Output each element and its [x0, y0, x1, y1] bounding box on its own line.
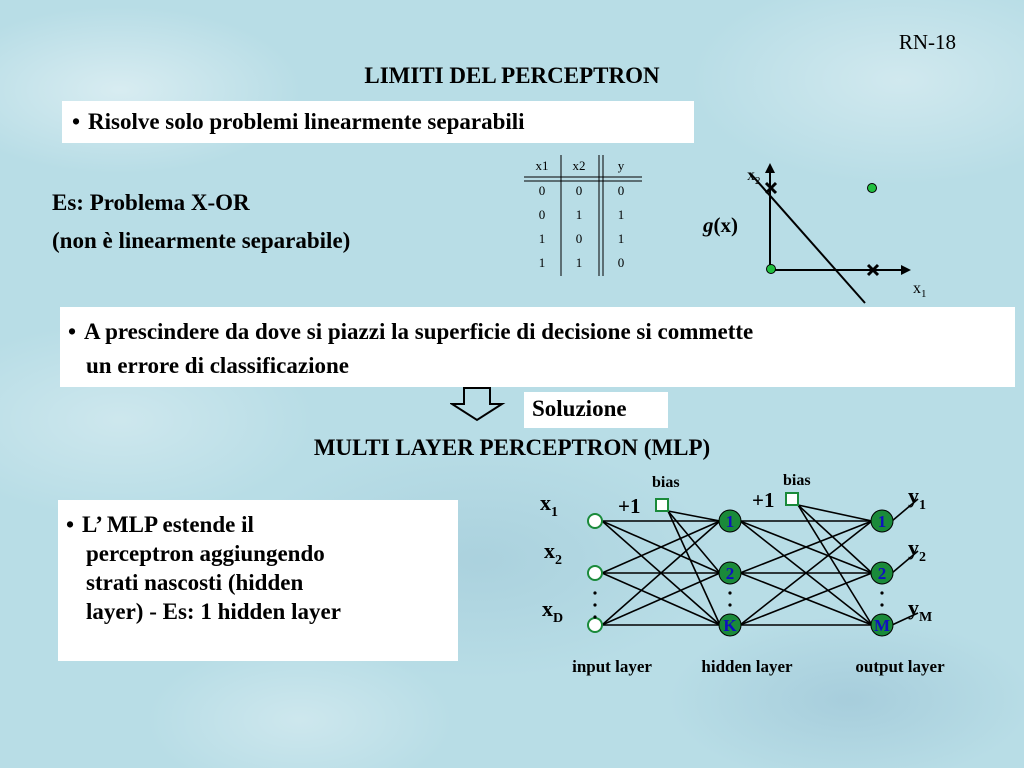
bullet-box-2: • A prescindere da dove si piazzi la supe…	[60, 307, 1015, 387]
bullet-3-line2: perceptron aggiungendo	[86, 541, 325, 566]
bias-label: bias	[783, 472, 811, 489]
bullet-3-line3: strati nascosti (hidden	[86, 570, 304, 595]
output-node-label: M	[874, 616, 890, 635]
input-node	[587, 565, 603, 581]
bias-label: bias	[652, 474, 680, 491]
ellipsis-dot	[593, 615, 597, 619]
bullet-2-line1: A prescindere da dove si piazzi la super…	[84, 319, 754, 344]
ellipsis-dot	[880, 603, 884, 607]
output-node	[870, 613, 894, 637]
input-node	[587, 617, 603, 633]
table-header-x2: x2	[573, 158, 586, 173]
x-axis-label: x1	[913, 280, 927, 300]
bias-value: +1	[618, 494, 640, 518]
output-node-label: 2	[878, 564, 887, 583]
hidden-node	[718, 613, 742, 637]
table-cell: 1	[618, 207, 625, 222]
slide-title: LIMITI DEL PERCEPTRON	[364, 63, 660, 88]
bullet-box-1: • Risolve solo problemi linearmente separ…	[62, 101, 694, 143]
output-node	[870, 561, 894, 585]
input-node	[587, 513, 603, 529]
y-axis-label: x2	[747, 167, 761, 187]
bullet-3-line1: L’ MLP estende il	[82, 512, 254, 537]
decision-line	[749, 172, 866, 304]
output-label: y1	[908, 483, 926, 513]
bias-connection	[797, 504, 873, 574]
bias-connection	[797, 504, 873, 626]
arrow-down-icon	[450, 387, 506, 422]
bias-connection	[667, 510, 721, 522]
output-arrow	[891, 498, 919, 522]
bias-square	[655, 498, 669, 512]
layer-label: hidden layer	[701, 657, 793, 676]
solution-label: Soluzione	[524, 392, 668, 428]
output-label: yM	[908, 595, 932, 625]
mlp-network-diagram: 1 2K 1 2M x1 x2 xD y1 y2 yM bias bias +1 +1 input lay…	[540, 472, 945, 676]
output-arrow	[891, 612, 919, 626]
function-label: g(x)	[702, 213, 738, 237]
output-node-label: 1	[878, 512, 887, 531]
table-cell: 1	[576, 255, 583, 270]
connection	[601, 520, 721, 574]
table-cell: 0	[576, 183, 583, 198]
bias-connection	[797, 504, 873, 522]
xor-table: x1 x2 y 0 0 0 0 1 1 1 0 1 1 1 0	[524, 155, 642, 276]
bullet-box-3: • L’ MLP estende il perceptron aggiungend…	[58, 500, 458, 661]
bias-value: +1	[752, 488, 774, 512]
xor-plot: x2 x1 g(x)	[702, 163, 927, 304]
example-subtitle: (non è linearmente separabile)	[52, 228, 351, 253]
table-cell: 0	[539, 183, 546, 198]
table-cell: 1	[539, 231, 546, 246]
table-header-y: y	[618, 158, 625, 173]
input-label: xD	[542, 596, 563, 626]
table-cell: 1	[539, 255, 546, 270]
connection	[739, 520, 873, 626]
ellipsis-dot	[728, 603, 732, 607]
bullet-dot: •	[72, 109, 81, 134]
cross-marker	[764, 181, 778, 195]
output-label: y2	[908, 535, 926, 565]
table-header-x1: x1	[536, 158, 549, 173]
bullet-2-line2: un errore di classificazione	[86, 353, 349, 378]
example-title: Es: Problema X-OR	[52, 190, 250, 215]
hidden-node	[718, 561, 742, 585]
connection	[739, 572, 873, 626]
ellipsis-dot	[593, 591, 597, 595]
ellipsis-dot	[593, 603, 597, 607]
table-cell: 0	[539, 207, 546, 222]
hidden-node-label: 2	[726, 564, 735, 583]
cross-marker	[866, 263, 880, 277]
hidden-node-label: K	[723, 616, 737, 635]
table-cell: 0	[618, 183, 625, 198]
connection	[601, 520, 721, 626]
table-cell: 0	[618, 255, 625, 270]
table-cell: 1	[576, 207, 583, 222]
input-label: x2	[544, 538, 562, 568]
bullet-3-line4: layer) - Es: 1 hidden layer	[86, 599, 341, 624]
input-label: x1	[540, 490, 558, 520]
bullet-dot: •	[66, 512, 75, 537]
slide-number: RN-18	[898, 30, 956, 54]
connection	[739, 520, 873, 574]
output-node	[870, 509, 894, 533]
hidden-node-label: 1	[726, 512, 735, 531]
bias-connection	[667, 510, 721, 574]
bias-connection	[667, 510, 721, 626]
bullet-dot: •	[68, 319, 77, 344]
hidden-node	[718, 509, 742, 533]
bias-square	[785, 492, 799, 506]
ellipsis-dot	[728, 591, 732, 595]
table-cell: 0	[576, 231, 583, 246]
layer-label: output layer	[855, 657, 945, 676]
ellipsis-dot	[880, 591, 884, 595]
output-arrow	[891, 550, 919, 574]
layer-label: input layer	[572, 657, 652, 676]
mlp-title: MULTI LAYER PERCEPTRON (MLP)	[313, 435, 711, 460]
table-cell: 1	[618, 231, 625, 246]
bullet-1-text: Risolve solo problemi linearmente separa…	[88, 109, 525, 134]
circle-marker	[766, 264, 776, 274]
circle-marker	[867, 183, 877, 193]
